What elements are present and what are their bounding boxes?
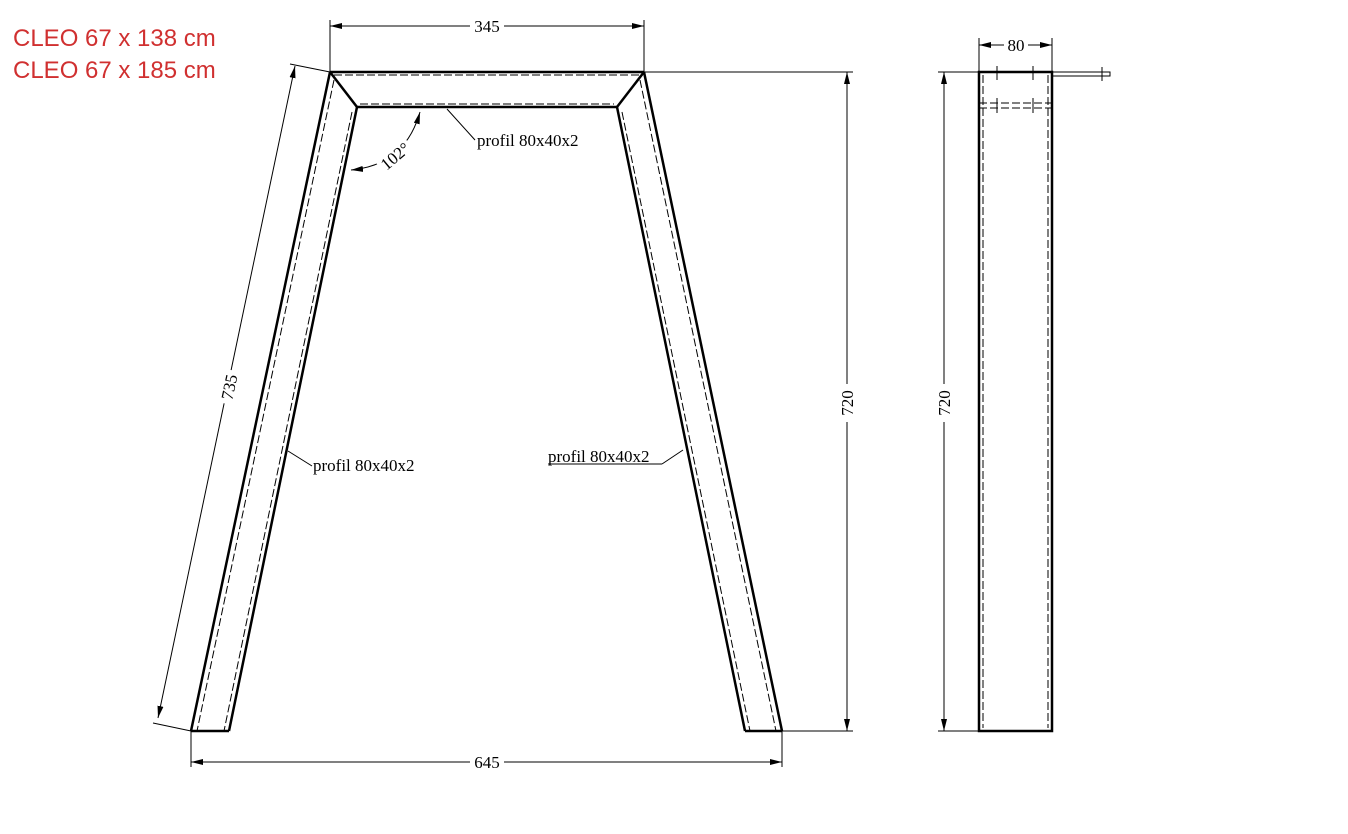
dimension-side-height: 720 bbox=[935, 71, 979, 732]
right-leg-hidden-inner bbox=[621, 111, 751, 732]
right-leg-outer bbox=[642, 71, 784, 732]
dimension-bottom: 645 bbox=[190, 731, 783, 772]
left-leg-inner bbox=[227, 106, 359, 732]
side-view bbox=[977, 66, 1111, 733]
dim-leg-label: 735 bbox=[218, 373, 242, 402]
dimension-height-front: 720 bbox=[644, 71, 857, 732]
miter-right bbox=[616, 71, 645, 108]
left-leg-hidden-inner bbox=[223, 111, 353, 732]
dim-side-width-label: 80 bbox=[1008, 36, 1025, 55]
dimension-side-width: 80 bbox=[978, 36, 1053, 72]
label-right-leg: profil 80x40x2 bbox=[548, 447, 650, 466]
label-left-leg: profil 80x40x2 bbox=[313, 456, 415, 475]
dim-side-height-label: 720 bbox=[935, 390, 954, 416]
miter-left bbox=[329, 71, 358, 108]
dimension-top: 345 bbox=[329, 16, 645, 72]
dim-bottom-label: 645 bbox=[474, 753, 500, 772]
right-leg-inner bbox=[615, 106, 747, 732]
side-rod bbox=[1051, 71, 1111, 77]
front-frame bbox=[189, 70, 784, 733]
dimension-leg: 735 bbox=[152, 63, 331, 732]
right-leg-hidden bbox=[639, 79, 777, 732]
left-leg-outer bbox=[189, 71, 332, 732]
title-line-1: CLEO 67 x 138 cm bbox=[13, 25, 216, 52]
dim-height-front-label: 720 bbox=[838, 390, 857, 416]
dim-top-label: 345 bbox=[474, 17, 500, 36]
label-top-beam: profil 80x40x2 bbox=[477, 131, 579, 150]
title-line-2: CLEO 67 x 185 cm bbox=[13, 57, 216, 84]
angle-annotation: 102° bbox=[350, 111, 421, 176]
left-leg-hidden bbox=[196, 79, 335, 732]
